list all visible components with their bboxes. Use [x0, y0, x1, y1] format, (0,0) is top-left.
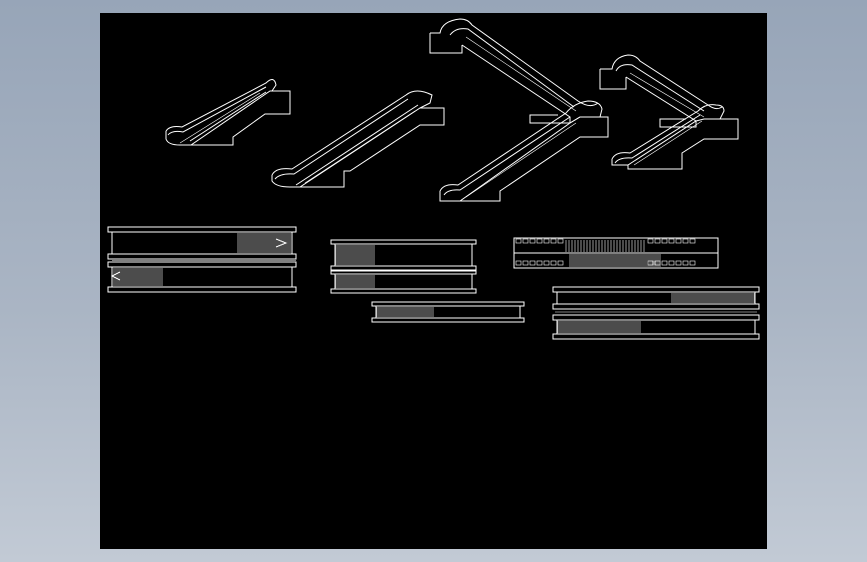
escalator-elevation-medium[interactable]: [271, 90, 445, 188]
handrail-segment: [654, 238, 661, 244]
escalator-plan-long-detailed[interactable]: [513, 237, 719, 269]
step-treads: [569, 254, 661, 267]
handrail-segment: [668, 260, 675, 266]
handrail-segment: [529, 260, 536, 266]
handrail-segment: [543, 260, 550, 266]
escalator-plan-double-right[interactable]: [552, 286, 760, 340]
escalator-plan-single-center[interactable]: [371, 301, 525, 323]
escalator-elevation-small[interactable]: [165, 79, 291, 146]
escalator-elevation-large-crossover[interactable]: [429, 18, 609, 202]
cad-drawing: [107, 18, 760, 340]
handrail-segment: [529, 238, 536, 244]
handrail-segment: [689, 260, 696, 266]
step-treads-lower: [557, 321, 641, 333]
escalator-plan-double-left[interactable]: [107, 226, 297, 293]
step-treads-lower: [335, 275, 375, 288]
step-treads-lower: [111, 268, 163, 286]
cad-model-viewport[interactable]: [100, 13, 767, 549]
handrail-segment: [682, 260, 689, 266]
handrail-segment: [668, 238, 675, 244]
handrail-segment: [675, 260, 682, 266]
handrail-segment: [550, 260, 557, 266]
escalator-plan-double-center[interactable]: [330, 239, 477, 294]
step-treads-upper: [237, 233, 291, 253]
handrail-segment: [675, 238, 682, 244]
handrail-segment: [515, 260, 522, 266]
step-treads: [376, 307, 434, 317]
handrail-segment: [661, 260, 668, 266]
handrail-segment: [522, 238, 529, 244]
handrail-segment: [536, 260, 543, 266]
handrail-segment: [550, 238, 557, 244]
handrail-segment: [522, 260, 529, 266]
handrail-segment: [689, 238, 696, 244]
handrail-segment: [536, 238, 543, 244]
escalator-elevation-scissor[interactable]: [599, 54, 739, 170]
handrail-segment: [661, 238, 668, 244]
step-treads-upper: [335, 245, 375, 265]
step-treads-upper: [671, 293, 755, 303]
handrail-detail: [515, 238, 696, 266]
handrail-segment: [543, 238, 550, 244]
handrail-segment: [515, 238, 522, 244]
handrail-segment: [557, 260, 564, 266]
handrail-segment: [682, 238, 689, 244]
handrail-segment: [647, 238, 654, 244]
handrail-segment: [557, 238, 564, 244]
